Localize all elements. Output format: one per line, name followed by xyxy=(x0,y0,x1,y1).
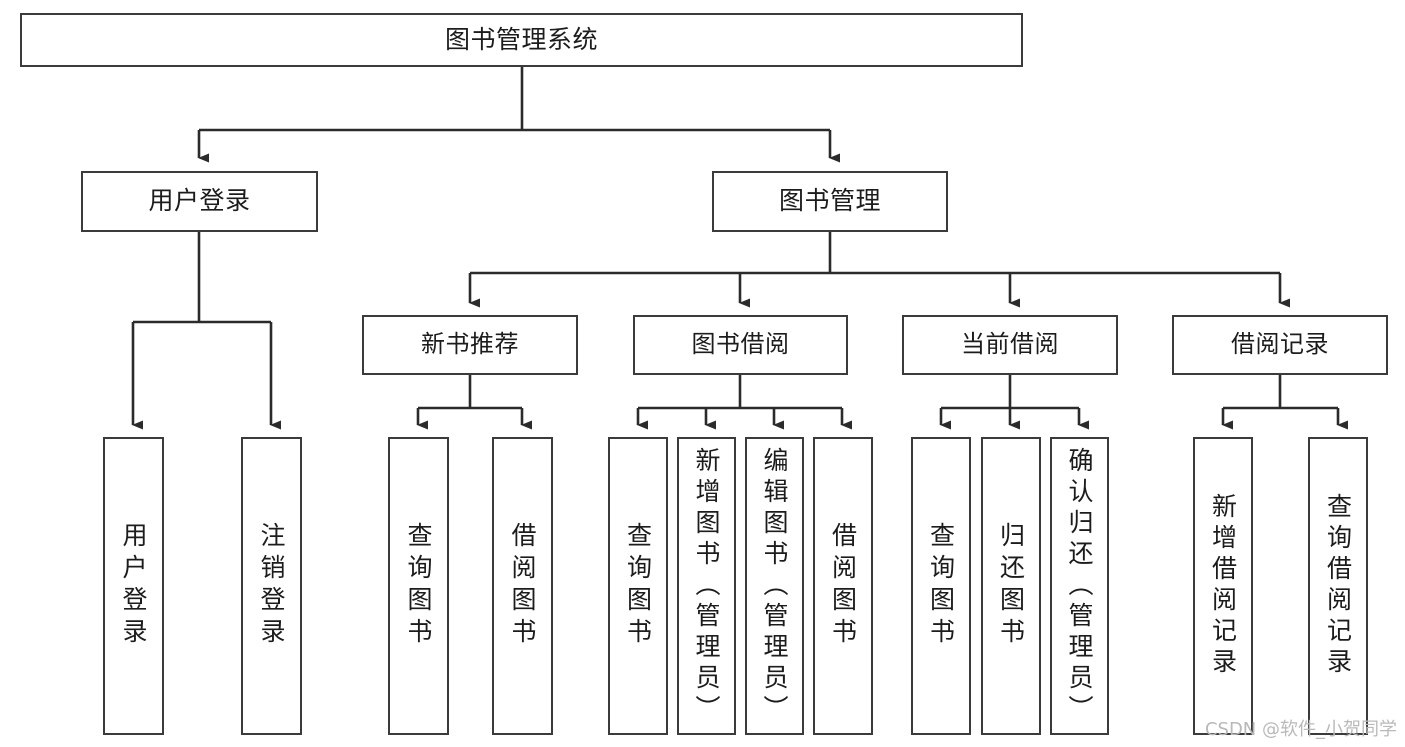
node-current-borrow-label: 当前借阅 xyxy=(961,330,1059,359)
node-book-management-label: 图书管理 xyxy=(778,186,881,216)
node-leaf-book-borrow-2[interactable]: 新增图书（管理员） xyxy=(677,437,736,735)
node-leaf-borrow-record-1-label: 新增借阅记录 xyxy=(1208,493,1238,679)
node-leaf-new-book-1[interactable]: 查询图书 xyxy=(388,437,449,735)
node-leaf-book-borrow-3[interactable]: 编辑图书（管理员） xyxy=(745,437,804,735)
node-leaf-user-login-2[interactable]: 注销登录 xyxy=(241,437,302,735)
node-leaf-book-borrow-1-label: 查询图书 xyxy=(623,522,653,650)
node-leaf-user-login-1[interactable]: 用户登录 xyxy=(103,437,164,735)
node-leaf-current-borrow-2[interactable]: 归还图书 xyxy=(981,437,1041,735)
node-leaf-book-borrow-2-label: 新增图书（管理员） xyxy=(692,446,721,726)
node-leaf-borrow-record-2-label: 查询借阅记录 xyxy=(1323,493,1353,679)
node-leaf-new-book-1-label: 查询图书 xyxy=(404,522,433,650)
node-leaf-borrow-record-1[interactable]: 新增借阅记录 xyxy=(1193,437,1253,735)
node-leaf-current-borrow-1[interactable]: 查询图书 xyxy=(911,437,971,735)
node-leaf-new-book-2[interactable]: 借阅图书 xyxy=(492,437,553,735)
node-leaf-user-login-1-label: 用户登录 xyxy=(119,522,148,650)
node-new-book-recommend[interactable]: 新书推荐 xyxy=(362,315,578,375)
node-leaf-book-borrow-1[interactable]: 查询图书 xyxy=(608,437,668,735)
node-leaf-new-book-2-label: 借阅图书 xyxy=(508,522,537,650)
node-leaf-user-login-2-label: 注销登录 xyxy=(257,522,286,650)
node-leaf-current-borrow-3[interactable]: 确认归还（管理员） xyxy=(1050,437,1109,735)
node-root-system-label: 图书管理系统 xyxy=(444,24,598,54)
node-root-system[interactable]: 图书管理系统 xyxy=(20,13,1023,67)
node-leaf-book-borrow-3-label: 编辑图书（管理员） xyxy=(760,446,789,726)
node-book-borrow-label: 图书借阅 xyxy=(691,330,790,359)
node-user-login-label: 用户登录 xyxy=(148,186,251,216)
node-leaf-book-borrow-4-label: 借阅图书 xyxy=(828,522,858,650)
node-borrow-record[interactable]: 借阅记录 xyxy=(1172,315,1388,375)
node-current-borrow[interactable]: 当前借阅 xyxy=(902,315,1118,375)
node-leaf-borrow-record-2[interactable]: 查询借阅记录 xyxy=(1308,437,1368,735)
node-leaf-current-borrow-3-label: 确认归还（管理员） xyxy=(1065,446,1094,726)
node-leaf-book-borrow-4[interactable]: 借阅图书 xyxy=(813,437,873,735)
node-book-borrow[interactable]: 图书借阅 xyxy=(633,315,848,375)
node-book-management[interactable]: 图书管理 xyxy=(712,171,948,232)
node-borrow-record-label: 借阅记录 xyxy=(1231,330,1329,359)
csdn-watermark: CSDN @软件_小贺同学 xyxy=(1204,719,1397,740)
node-leaf-current-borrow-1-label: 查询图书 xyxy=(926,522,956,650)
node-user-login[interactable]: 用户登录 xyxy=(81,171,318,232)
node-leaf-current-borrow-2-label: 归还图书 xyxy=(996,522,1026,650)
node-new-book-recommend-label: 新书推荐 xyxy=(421,330,519,359)
